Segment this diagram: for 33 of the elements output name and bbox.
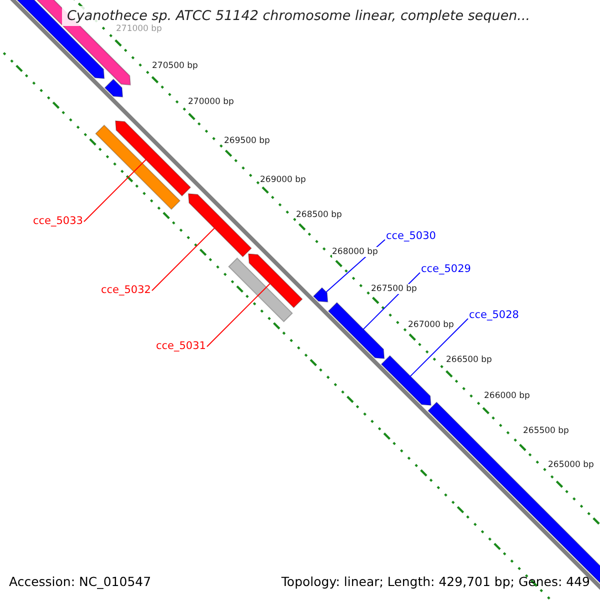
gene-feature xyxy=(114,120,192,197)
tick-label: 269500 bp xyxy=(224,136,270,146)
tick-label: 271000 bp xyxy=(116,24,162,34)
tick-label: 269000 bp xyxy=(260,175,306,185)
tick-label: 270500 bp xyxy=(152,61,198,71)
leader-line xyxy=(151,228,215,292)
genome-summary: Topology: linear; Length: 429,701 bp; Genes: 449 xyxy=(281,574,590,589)
tick-label: 268500 bp xyxy=(296,210,342,220)
gene-label: cce_5032 xyxy=(101,284,151,296)
gene-feature xyxy=(104,78,124,98)
gene-label: cce_5028 xyxy=(469,309,519,321)
tick-label: 266500 bp xyxy=(446,355,492,365)
gene-feature xyxy=(312,287,328,302)
tick-label: 270000 bp xyxy=(188,97,234,107)
leader-line xyxy=(206,283,270,348)
gene-label: cce_5031 xyxy=(156,340,206,352)
gene-label: cce_5033 xyxy=(33,215,83,227)
tick-label: 265500 bp xyxy=(523,426,569,436)
accession-text: Accession: NC_010547 xyxy=(9,574,152,589)
tick-label: 267000 bp xyxy=(408,320,454,330)
gene-feature xyxy=(248,253,303,308)
gene-label: cce_5029 xyxy=(421,263,471,275)
gene-track-block xyxy=(95,124,181,210)
gene-feature xyxy=(380,355,432,406)
tick-label: 268000 bp xyxy=(332,247,378,257)
gene-label: cce_5030 xyxy=(386,230,436,242)
gene-feature xyxy=(188,193,252,258)
tick-label: 265000 bp xyxy=(548,460,594,470)
gene-feature xyxy=(328,302,385,360)
gene-track-block xyxy=(228,257,293,322)
tick-label: 267500 bp xyxy=(371,284,417,294)
leader-line xyxy=(83,159,146,222)
leader-line xyxy=(410,318,468,377)
